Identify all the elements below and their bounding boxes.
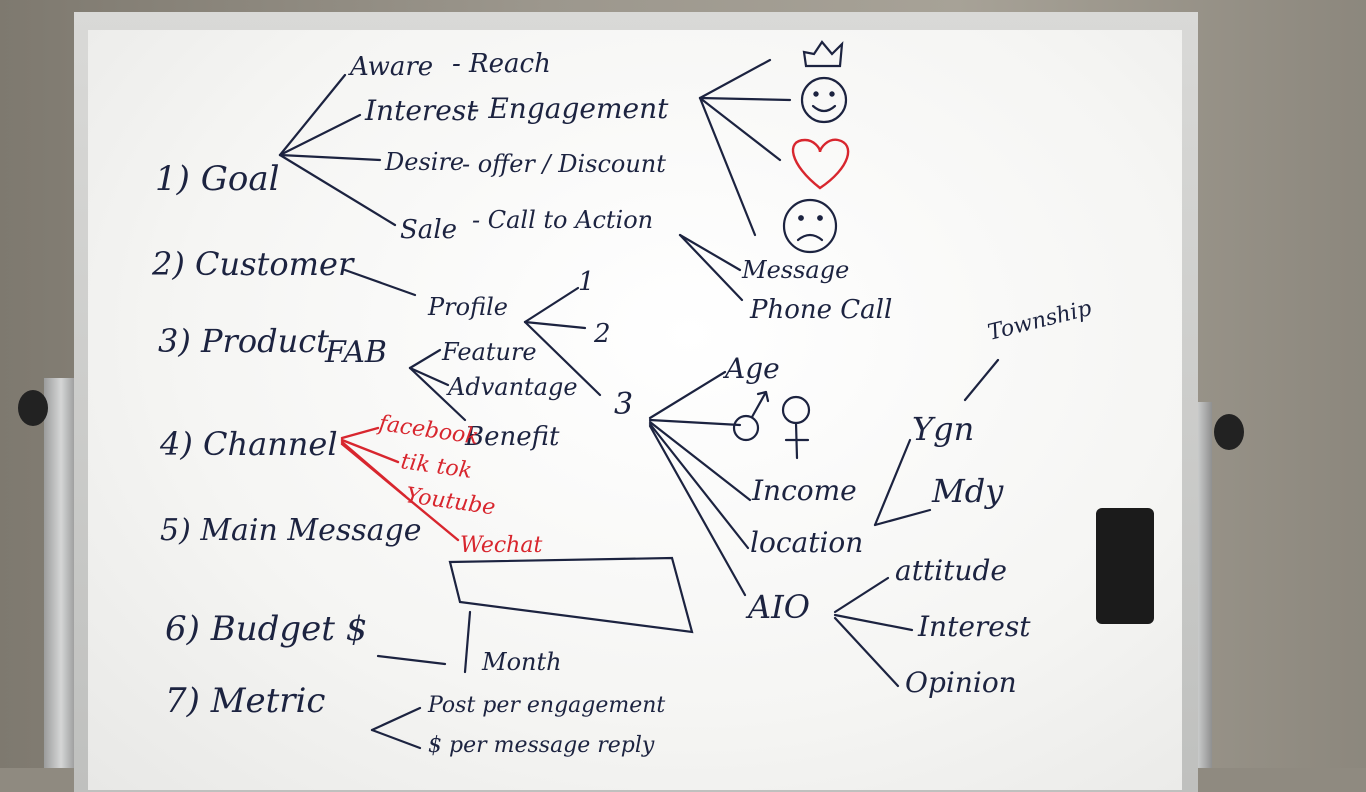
fab-advantage: Advantage [446,373,578,401]
stand-left-pole [44,378,78,768]
detail-age: Age [722,352,780,385]
budget-month: Month [481,648,562,676]
goal-reach: - Reach [452,49,551,79]
line-emoji-like [698,58,772,100]
line-location-ygn [873,438,912,527]
goal-aware: Aware [348,52,433,82]
line-goal-desire [278,153,382,162]
line-aio-attitude [833,576,890,614]
line-fab-feature [408,348,442,370]
cta-message: Message [741,256,849,284]
line-profile-2 [523,320,587,330]
fab-benefit: Benefit [464,422,560,452]
channel-facebook: facebook [375,411,480,450]
line-channel-wechat [340,442,460,542]
profile-number-1: 1 [578,267,595,297]
line-3-location [648,422,750,550]
goal-sale: Sale [400,215,457,245]
goal-desire: Desire [384,148,464,176]
item-channel: 4) Channel [159,425,338,463]
female-symbol-icon [781,395,811,425]
goal-call-to-action: - Call to Action [472,206,653,234]
item-budget: 6) Budget $ [165,609,367,649]
location-mdy: Mdy [931,472,1004,510]
crown-icon [802,40,844,68]
budget-box [448,556,694,634]
line-channel-facebook [340,426,380,440]
item-main-message: 5) Main Message [160,513,422,548]
line-metric-dollar [370,728,422,750]
line-3-aio [648,424,747,597]
line-aio-opinion [833,616,900,688]
line-3-age [648,370,727,420]
stand-right-knob [1214,414,1244,450]
line-emoji-sad [698,96,757,237]
metric-post-engagement: Post per engagement [427,693,665,718]
line-customer-profile [343,268,417,297]
whiteboard [88,30,1182,790]
male-symbol-icon [732,414,760,442]
stand-left-knob [18,390,48,426]
whiteboard-drawing: 1) Goal 2) Customer 3) Product 4) Channe… [151,40,1094,758]
goal-interest: Interest [364,94,478,127]
line-aio-interest [833,613,914,632]
line-profile-1 [523,286,580,324]
line-3-income [648,420,752,502]
profile-number-2: 2 [593,319,611,349]
location-ygn: Ygn [912,410,974,448]
item-product: 3) Product [158,322,329,360]
item-goal: 1) Goal [155,159,279,199]
budget-blank-line [376,654,447,666]
detail-aio: AIO [745,588,810,626]
profile-number-3: 3 [614,387,633,422]
line-3-gender [648,418,742,427]
smile-icon [800,76,848,124]
line-goal-sale [278,153,397,227]
channel-tiktok: tik tok [399,449,473,484]
line-location-mdy [873,508,932,527]
line-ygn-township [963,358,1000,402]
line-emoji-heart [698,96,782,162]
line-cta-phone [678,233,744,302]
budget-slash [463,610,472,674]
line-cta-message [678,233,742,272]
line-fab-advantage [408,366,450,387]
whiteboard-eraser [1096,508,1154,624]
product-fab: FAB [324,335,387,370]
sad-face-icon [782,198,838,254]
aio-interest: Interest [917,610,1031,643]
fab-feature: Feature [441,338,537,366]
detail-location: location [750,526,863,559]
detail-income: Income [751,474,857,507]
line-channel-tiktok [340,438,400,464]
profile-label: Profile [427,293,508,321]
aio-attitude: attitude [895,554,1007,587]
location-township: Township [985,296,1094,346]
line-metric-post [370,706,422,732]
line-goal-interest [278,113,362,157]
goal-offer-discount: - offer / Discount [462,150,666,178]
item-customer: 2) Customer [151,245,355,283]
aio-opinion: Opinion [905,666,1017,699]
goal-engagement: - Engagement [470,92,669,125]
heart-icon [791,138,850,190]
line-fab-benefit [408,366,467,422]
line-goal-aware [278,73,347,157]
cta-phone-call: Phone Call [749,295,892,325]
channel-wechat: Wechat [460,533,542,558]
line-emoji-smile [698,96,792,102]
item-metric: 7) Metric [165,681,325,721]
metric-dollar-reply: $ per message reply [428,733,655,758]
line-profile-3 [523,320,602,397]
